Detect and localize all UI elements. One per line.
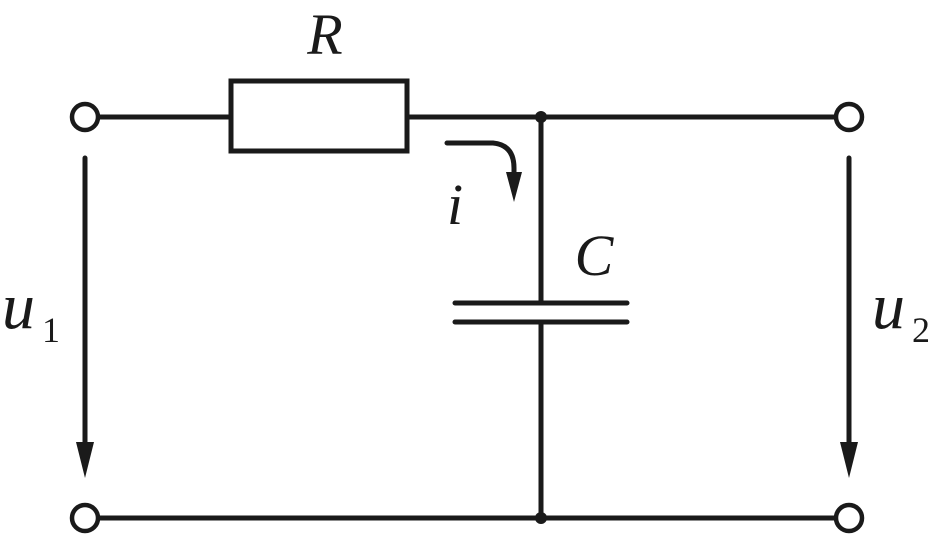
input-voltage-arrowhead — [76, 442, 94, 478]
input-voltage-subscript: 1 — [42, 310, 60, 350]
output-voltage-arrowhead — [840, 442, 858, 478]
resistor-label: R — [306, 2, 342, 67]
current-arrow — [444, 140, 517, 181]
current-label: i — [447, 172, 463, 237]
output-terminal-bottom — [833, 502, 865, 534]
input-terminal-top — [69, 101, 101, 133]
resistor — [228, 78, 410, 154]
input-voltage-symbol: u — [2, 270, 35, 343]
junction-node-bottom — [535, 512, 547, 524]
output-terminal-top — [833, 101, 865, 133]
junction-node-top — [535, 111, 547, 123]
capacitor-label: C — [575, 223, 615, 288]
current-arrowhead — [506, 172, 522, 202]
output-voltage-subscript: 2 — [912, 310, 930, 350]
input-terminal-bottom — [69, 502, 101, 534]
output-voltage-symbol: u — [872, 270, 905, 343]
